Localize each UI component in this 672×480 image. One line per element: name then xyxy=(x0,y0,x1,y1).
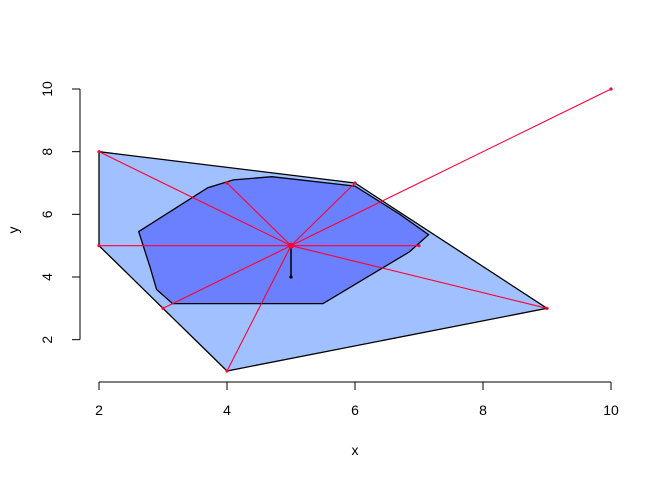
x-tick-label-2: 2 xyxy=(95,402,103,418)
data-point-3 xyxy=(161,306,165,310)
bag-segments xyxy=(98,88,612,372)
segment-4 xyxy=(226,245,292,372)
y-tick-label-10: 10 xyxy=(39,81,55,97)
y-tick-label-8: 8 xyxy=(39,148,55,156)
data-point-6 xyxy=(353,181,357,185)
segment-3 xyxy=(162,245,292,309)
data-point-5 xyxy=(545,306,549,310)
segment-7 xyxy=(226,182,292,247)
x-tick-label-4: 4 xyxy=(223,402,231,418)
data-point-9 xyxy=(289,275,293,279)
segment-6 xyxy=(290,182,356,247)
data-point-10 xyxy=(609,87,613,91)
inner-hull xyxy=(137,176,430,305)
data-point-4 xyxy=(225,369,229,373)
center-point xyxy=(288,242,294,249)
y-axis-title: y xyxy=(5,227,21,234)
segment-1 xyxy=(98,151,292,247)
y-tick-label-4: 4 xyxy=(39,273,55,281)
data-point-8 xyxy=(417,244,421,248)
axes: 2 4 6 8 10 2 4 6 8 10 xyxy=(39,81,619,418)
segment-10 xyxy=(290,88,612,247)
data-point-1 xyxy=(97,150,101,154)
x-axis-title: x xyxy=(352,442,359,458)
x-tick-label-8: 8 xyxy=(479,402,487,418)
data-point-2 xyxy=(97,244,101,248)
y-tick-label-2: 2 xyxy=(39,336,55,344)
segment-5 xyxy=(290,245,548,309)
x-tick-label-6: 6 xyxy=(351,402,359,418)
x-tick-label-10: 10 xyxy=(603,402,619,418)
y-tick-label-6: 6 xyxy=(39,210,55,218)
data-points xyxy=(97,87,613,373)
data-point-7 xyxy=(225,181,229,185)
